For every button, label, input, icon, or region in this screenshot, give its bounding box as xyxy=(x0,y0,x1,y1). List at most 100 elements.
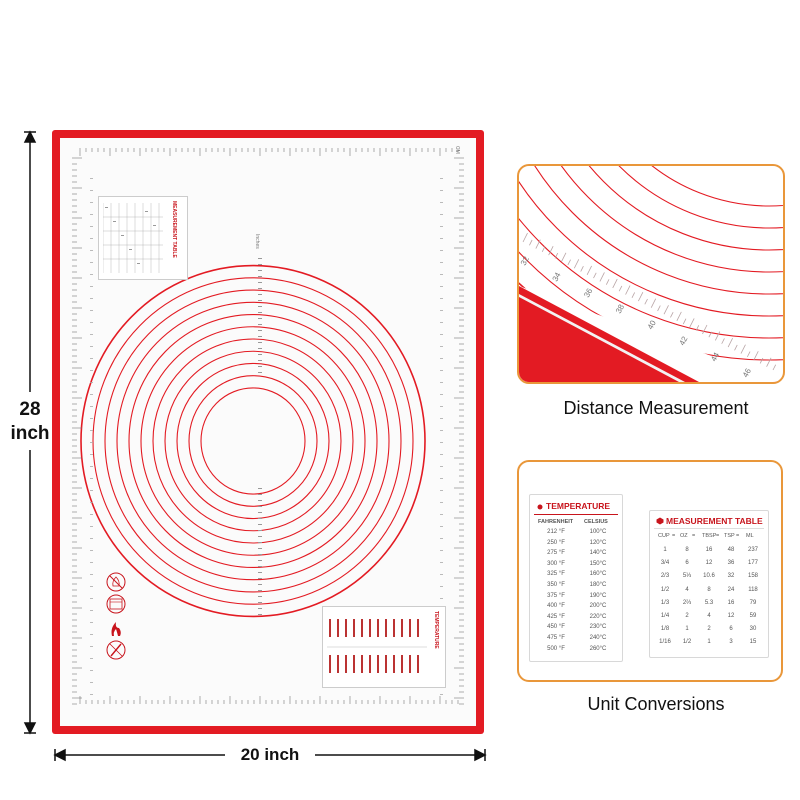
temperature-celsius-cell: 160°C xyxy=(589,571,607,578)
guide-arc xyxy=(519,180,783,317)
measurement-cell: 36 xyxy=(727,560,735,567)
measurement-cell: 2⅔ xyxy=(682,599,692,606)
measurement-cell: 12 xyxy=(705,560,713,567)
mat-safety-icons xyxy=(106,572,126,660)
guide-arc xyxy=(534,166,783,295)
mat-edge xyxy=(519,286,699,382)
mat-corner-unit: CM xyxy=(454,146,460,154)
temperature-fahrenheit-cell: 450 °F xyxy=(547,624,565,631)
measurement-cell: 4 xyxy=(685,586,689,593)
guide-arc xyxy=(588,166,783,251)
measurement-cell: 5⅓ xyxy=(682,573,692,580)
temperature-celsius-cell: 240°C xyxy=(589,635,607,641)
measurement-cell: 6 xyxy=(685,560,689,567)
mat-markings xyxy=(72,148,464,705)
guide-circle xyxy=(164,350,342,532)
measurement-cell: 4 xyxy=(707,613,711,619)
measurement-cell: 32 xyxy=(727,573,735,580)
guide-arc xyxy=(618,166,783,229)
measurement-cell: 1/2 xyxy=(660,586,670,593)
no-knife-icon xyxy=(106,640,126,660)
measurement-cell: 1 xyxy=(707,639,711,646)
mat-measurement-table-title: MEASUREMENT TABLE xyxy=(171,201,177,258)
guide-circle xyxy=(80,264,426,618)
measurement-cell: 237 xyxy=(747,547,758,553)
guide-circle xyxy=(116,301,390,581)
measurement-cell: 1/3 xyxy=(660,599,670,606)
measurement-cell: 16 xyxy=(705,547,713,553)
mat-temperature-table-grid xyxy=(327,619,427,673)
temperature-celsius-cell: 220°C xyxy=(589,613,607,620)
guide-circle xyxy=(128,313,378,569)
temperature-table-title: TEMPERATURE xyxy=(546,501,611,511)
ruler-label: 32 xyxy=(519,254,531,267)
temperature-celsius-cell: 230°C xyxy=(589,624,607,631)
measurement-header-row: CUP=OZ=TBSP=TSP=ML xyxy=(650,533,768,543)
width-label: 20 inch xyxy=(240,745,300,764)
mat-temperature-table-title: TEMPERATURE xyxy=(433,611,439,649)
measurement-header-cell: = xyxy=(692,533,696,539)
measurement-cell: 3 xyxy=(729,639,733,646)
ruler-label: 40 xyxy=(646,318,658,331)
guide-circle xyxy=(92,277,414,605)
temperature-celsius-cell: 140°C xyxy=(589,550,607,557)
baking-mat: MEASUREMENT TABLE TEMPERATURE xyxy=(52,130,484,734)
measurement-cell: 1/2 xyxy=(682,639,692,646)
measurement-cell: 8 xyxy=(685,547,689,553)
temperature-fahrenheit-cell: 475 °F xyxy=(547,635,565,641)
oven-icon xyxy=(106,594,126,614)
temperature-celsius-cell: 180°C xyxy=(589,582,607,588)
temperature-fahrenheit-cell: 500 °F xyxy=(547,645,565,652)
guide-arc xyxy=(651,166,783,207)
measurement-cell: 3/4 xyxy=(660,560,670,567)
measurement-cell: 79 xyxy=(749,599,757,606)
guide-circle xyxy=(176,362,330,520)
no-fire-icon xyxy=(106,572,126,592)
measurement-cell: 59 xyxy=(749,613,757,619)
temperature-dot-icon xyxy=(537,504,543,510)
mat-measurement-table: MEASUREMENT TABLE xyxy=(98,196,188,280)
guide-circle xyxy=(200,387,306,495)
measurement-header-cell: = xyxy=(716,533,720,539)
temperature-fahrenheit-cell: 300 °F xyxy=(547,560,565,567)
measurement-cell: 5.3 xyxy=(704,599,714,606)
temperature-fahrenheit-cell: 425 °F xyxy=(547,613,565,620)
ruler-label: 36 xyxy=(582,286,594,299)
measurement-cell: 2 xyxy=(685,613,689,619)
guide-circle xyxy=(140,326,366,556)
measurement-cell: 158 xyxy=(747,573,758,580)
measurement-dot-icon xyxy=(656,517,664,525)
measurement-header-cell: TSP xyxy=(724,533,735,539)
measurement-header-cell: ML xyxy=(746,533,754,539)
measurement-cell: 1 xyxy=(685,626,689,633)
guide-circle xyxy=(188,375,318,507)
temperature-celsius-cell: 260°C xyxy=(589,645,607,652)
flame-icon xyxy=(111,622,121,636)
measurement-cell: 118 xyxy=(748,586,758,593)
measurement-cell: 2/3 xyxy=(660,573,670,580)
measurement-header-cell: = xyxy=(672,533,676,539)
measurement-table-title: MEASUREMENT TABLE xyxy=(666,516,763,526)
guide-arc xyxy=(519,217,783,339)
measurement-cell: 10.6 xyxy=(703,573,715,580)
temperature-header-fahrenheit: FAHRENHEIT xyxy=(538,519,574,525)
measurement-cell: 30 xyxy=(749,626,757,633)
measurement-cell: 48 xyxy=(727,547,735,553)
measurement-cell: 12 xyxy=(727,613,735,619)
temperature-celsius-cell: 120°C xyxy=(589,539,607,546)
temperature-celsius-cell: 190°C xyxy=(589,592,607,599)
conversions-caption: Unit Conversions xyxy=(587,694,725,714)
temperature-fahrenheit-cell: 250 °F xyxy=(547,539,565,546)
measurement-cell: 15 xyxy=(749,639,757,646)
measurement-cell: 6 xyxy=(729,626,733,633)
guide-circle xyxy=(104,289,402,593)
measurement-cell: 1/16 xyxy=(659,639,671,646)
temperature-fahrenheit-cell: 400 °F xyxy=(547,603,565,610)
measurement-cell: 177 xyxy=(747,560,758,567)
measurement-cell: 24 xyxy=(727,586,735,593)
